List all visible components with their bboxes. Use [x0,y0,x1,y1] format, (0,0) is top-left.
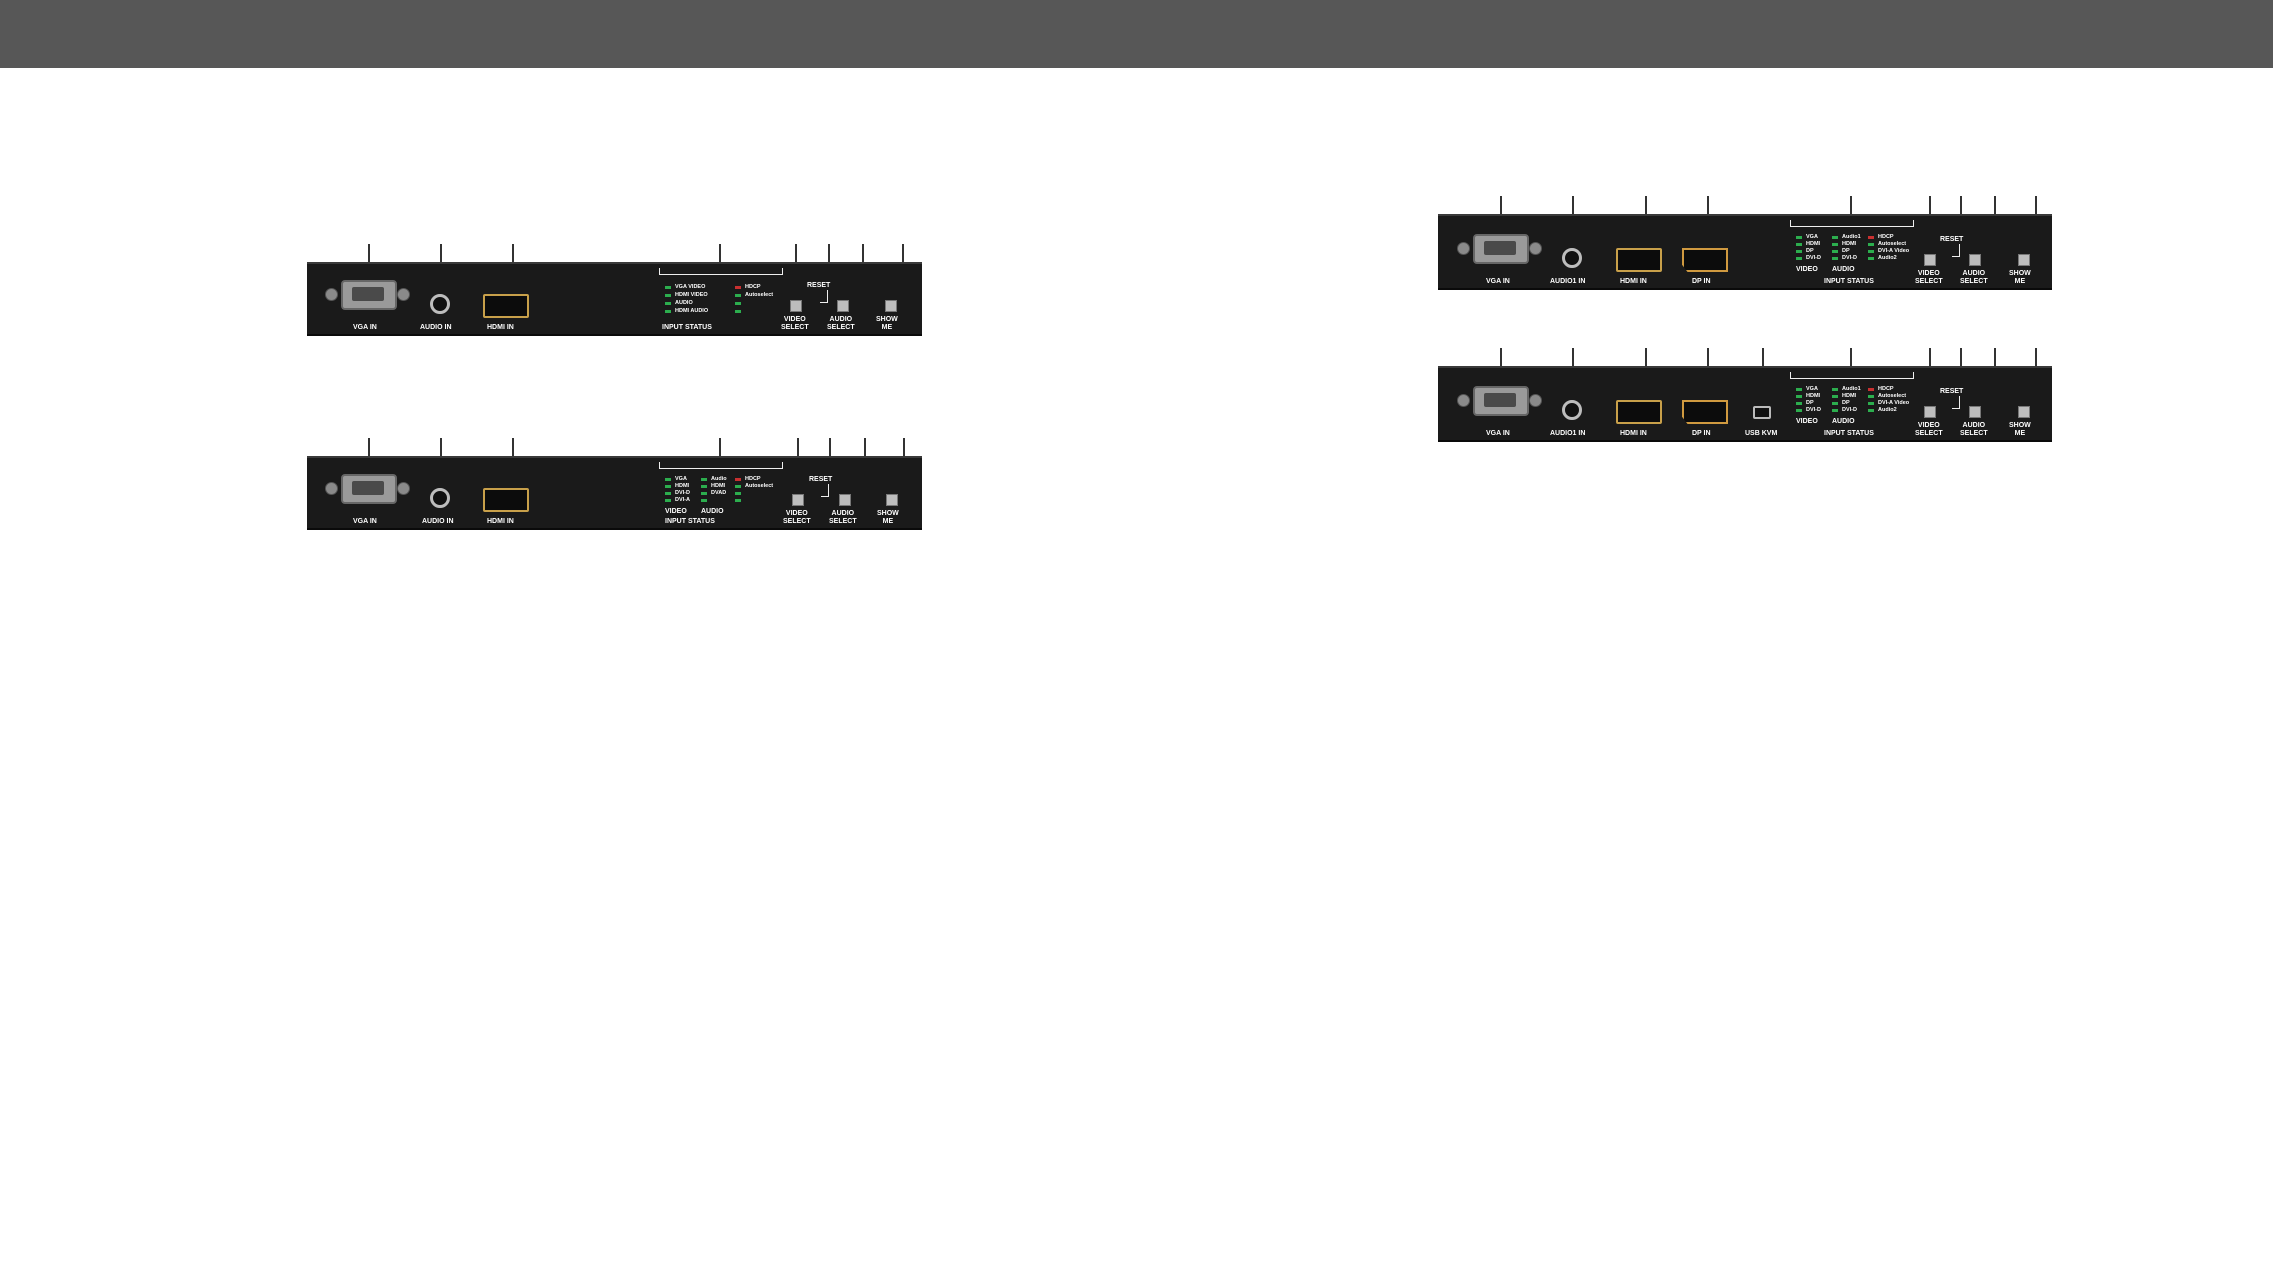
vga-label: VGA IN [353,324,377,331]
reset-button[interactable] [821,484,829,497]
audio-select-button[interactable] [1969,406,1981,418]
status-bracket [659,268,783,275]
input-status-label: INPUT STATUS [665,518,715,525]
input-status-label: INPUT STATUS [662,324,712,331]
status-bracket [1790,372,1914,379]
hdmi-port [1616,248,1662,272]
vga-label: VGA IN [353,518,377,525]
show-me-button[interactable] [2018,254,2030,266]
displayport-port [1682,400,1728,424]
panel-screw [397,482,410,495]
reset-label: RESET [1940,236,1964,243]
video-select-button[interactable] [1924,406,1936,418]
rear-panel-c: VGA IN AUDIO1 IN HDMI IN DP IN VGA HDMI … [1438,192,2052,290]
rear-panel-a: VGA IN AUDIO IN HDMI IN VGA VIDEO HDMI V… [307,240,922,336]
audio-label: AUDIO IN [422,518,454,525]
audio-select-button[interactable] [1969,254,1981,266]
dp-label: DP IN [1692,278,1711,285]
reset-button[interactable] [1952,244,1960,257]
dp-label: DP IN [1692,430,1711,437]
panel-screw [1529,394,1542,407]
audio-jack [1562,248,1582,268]
audio-group-label: AUDIO [1832,418,1855,425]
vga-label: VGA IN [1486,430,1510,437]
hdmi-label: HDMI IN [487,518,514,525]
panel-screw [1529,242,1542,255]
status-bracket [1790,220,1914,227]
vga-label: VGA IN [1486,278,1510,285]
audio-select-button[interactable] [837,300,849,312]
audio-jack [1562,400,1582,420]
panel-screw [1457,242,1470,255]
audio-label: AUDIO1 IN [1550,278,1586,285]
reset-label: RESET [1940,388,1964,395]
panel-screw [397,288,410,301]
video-select-button[interactable] [1924,254,1936,266]
device-panel: VGA IN AUDIO1 IN HDMI IN DP IN USB KVM V… [1438,366,2052,442]
device-panel: VGA IN AUDIO IN HDMI IN VGA HDMI DVI-D D… [307,456,922,530]
rear-panel-d: VGA IN AUDIO1 IN HDMI IN DP IN USB KVM V… [1438,344,2052,442]
rear-panel-b: VGA IN AUDIO IN HDMI IN VGA HDMI DVI-D D… [307,434,922,530]
video-group-label: VIDEO [1796,418,1818,425]
vga-port [341,474,397,504]
show-me-button[interactable] [885,300,897,312]
video-select-button[interactable] [790,300,802,312]
audio-jack [430,294,450,314]
audio-jack [430,488,450,508]
show-me-button[interactable] [886,494,898,506]
header-bar [0,0,2273,68]
device-panel: VGA IN AUDIO IN HDMI IN VGA VIDEO HDMI V… [307,262,922,336]
video-group-label: VIDEO [665,508,687,515]
reset-label: RESET [809,476,833,483]
displayport-port [1682,248,1728,272]
audio-group-label: AUDIO [1832,266,1855,273]
device-panel: VGA IN AUDIO1 IN HDMI IN DP IN VGA HDMI … [1438,214,2052,290]
hdmi-label: HDMI IN [487,324,514,331]
reset-label: RESET [807,282,831,289]
hdmi-port [483,294,529,318]
hdmi-port [483,488,529,512]
input-status-label: INPUT STATUS [1824,278,1874,285]
video-select-button[interactable] [792,494,804,506]
usb-port [1753,406,1771,419]
vga-port [1473,234,1529,264]
panel-screw [325,482,338,495]
input-status-label: INPUT STATUS [1824,430,1874,437]
reset-button[interactable] [1952,396,1960,409]
audio-select-button[interactable] [839,494,851,506]
status-bracket [659,462,783,469]
usb-label: USB KVM [1745,430,1778,437]
hdmi-port [1616,400,1662,424]
audio-label: AUDIO IN [420,324,452,331]
audio-label: AUDIO1 IN [1550,430,1586,437]
panel-screw [1457,394,1470,407]
vga-port [1473,386,1529,416]
hdmi-label: HDMI IN [1620,278,1647,285]
reset-button[interactable] [820,290,828,303]
hdmi-label: HDMI IN [1620,430,1647,437]
panel-screw [325,288,338,301]
audio-group-label: AUDIO [701,508,724,515]
video-group-label: VIDEO [1796,266,1818,273]
vga-port [341,280,397,310]
show-me-button[interactable] [2018,406,2030,418]
